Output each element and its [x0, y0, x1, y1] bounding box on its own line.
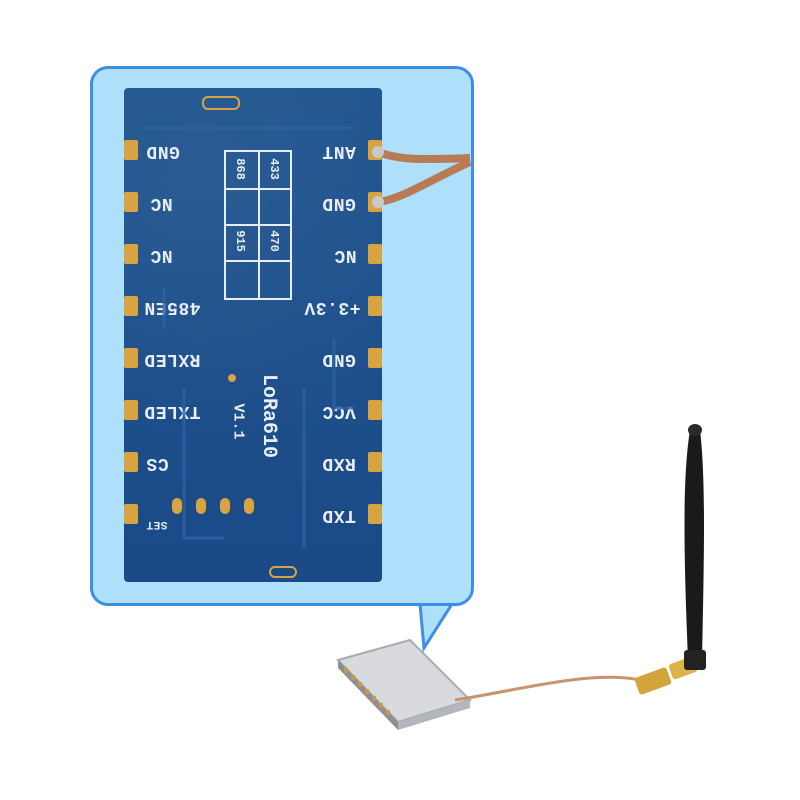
pad-left-6	[124, 400, 138, 420]
pad-left-5	[124, 348, 138, 368]
pad-right-3v3	[368, 296, 382, 316]
mounting-slot-bottom	[269, 566, 297, 578]
rf-module-shield	[336, 638, 472, 730]
pad-left-4	[124, 296, 138, 316]
bottom-pad-1	[172, 498, 182, 514]
pad-right-gnd2	[368, 348, 382, 368]
pad-right-vcc	[368, 400, 382, 420]
pad-left-3	[124, 244, 138, 264]
pad-right-txd	[368, 504, 382, 524]
pcb-traces	[144, 126, 354, 548]
antenna-whip	[684, 424, 706, 670]
lora-module-pcb-back: GND NC NC 485EN RXLED TXLED CS SET ANT G…	[124, 88, 382, 582]
bottom-pad-2	[196, 498, 206, 514]
pad-left-1	[124, 140, 138, 160]
frequency-selection-table: 433 868 470 915	[224, 150, 292, 300]
pad-left-8	[124, 504, 138, 524]
mounting-slot-top	[202, 96, 240, 110]
bottom-pad-4	[244, 498, 254, 514]
pad-right-rxd	[368, 452, 382, 472]
bottom-pad-3	[220, 498, 230, 514]
pad-left-7	[124, 452, 138, 472]
pin1-dot	[228, 374, 236, 382]
pad-left-2	[124, 192, 138, 212]
pad-right-nc	[368, 244, 382, 264]
